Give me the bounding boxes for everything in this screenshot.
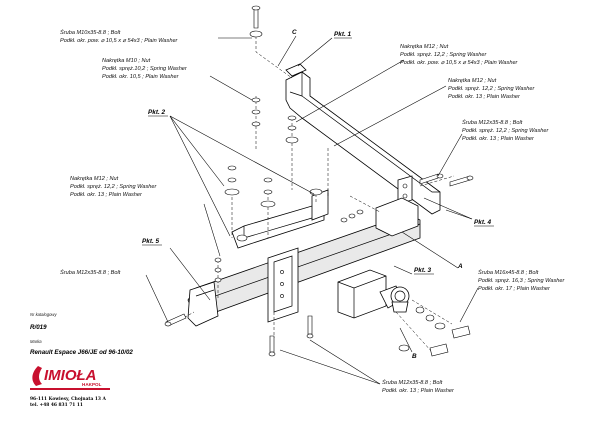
callout-line: Podkł. spręż. 12,2 ; Spring Washer xyxy=(462,128,549,134)
callout-bolt-m12-left: Śruba M12x35-8.8 ; Bolt xyxy=(60,269,121,276)
callout-line: Śruba M12x35-8.8 ; Bolt xyxy=(382,379,443,386)
company-address: 96-111 Kowiesy, Chojnata 13 A xyxy=(30,397,106,402)
main-cross-beam xyxy=(187,197,421,327)
callout-bolt-m10-top: Śruba M10x35-8.8 ; Bolt Podkł. okr. pow.… xyxy=(60,29,179,44)
callout-nut-m12-top: Nakrętka M12 ; Nut Podkł. spręż. 12,2 ; … xyxy=(400,44,519,66)
callout-line: Podkł. okr. 17 ; Plain Washer xyxy=(478,286,551,292)
company-logo: IMIOŁA HAKPOL xyxy=(30,366,110,390)
point-label-2: Pkt. 2 xyxy=(148,109,165,116)
catalog-number: R/019 xyxy=(30,324,47,331)
hardware xyxy=(164,5,474,357)
callout-nut-m12-right: Nakrętka M12 ; Nut Podkł. spręż. 12,2 ; … xyxy=(448,78,535,100)
callout-line: Podkł. okr. 13 ; Plain Washer xyxy=(382,388,455,394)
callout-line: Podkł. okr. 13 ; Plain Washer xyxy=(70,192,143,198)
callout-line: Podkł. okr. 13 ; Plain Washer xyxy=(448,94,521,100)
callout-bolt-m16: Śruba M16x45-8.8 ; Bolt Podkł. spręż. 16… xyxy=(478,269,565,292)
company-phone: tel. +48 46 831 71 11 xyxy=(30,403,83,408)
callout-line: Śruba M10x35-8.8 ; Bolt xyxy=(60,29,121,36)
callout-line: Nakrętka M12 ; Nut xyxy=(70,176,119,182)
letter-c: C xyxy=(292,29,297,36)
info-block: Nr katalogowy R/019 Marka Renault Espace… xyxy=(30,312,133,408)
letter-b: B xyxy=(412,353,417,360)
logo-subtext: HAKPOL xyxy=(82,382,102,387)
callout-line: Podkł. spręż. 16,3 ; Spring Washer xyxy=(478,278,565,284)
callout-line: Śruba M12x35-8.8 ; Bolt xyxy=(462,119,523,126)
callout-line: Podkł. spręż. 12,2 ; Spring Washer xyxy=(400,52,487,58)
callout-line: Śruba M12x35-8.8 ; Bolt xyxy=(60,269,121,276)
callout-line: Podkł. okr. pow. ⌀ 10,5 x ⌀ 54x3 ; Plain… xyxy=(400,60,519,66)
callout-bolt-m12-bottom: Śruba M12x35-8.8 ; Bolt Podkł. okr. 13 ;… xyxy=(382,379,455,394)
make-label: Marka xyxy=(30,339,42,344)
callout-line: Podkł. okr. pow. ⌀ 10,5 x ⌀ 54x3 ; Plain… xyxy=(60,38,179,44)
catalog-label: Nr katalogowy xyxy=(30,312,57,317)
right-side-bracket xyxy=(285,63,441,215)
point-label-5: Pkt. 5 xyxy=(142,238,159,245)
tow-ball-mount xyxy=(337,269,410,319)
point-label-1: Pkt. 1 xyxy=(334,31,351,38)
callout-line: Nakrętka M10 ; Nut xyxy=(102,58,151,64)
callout-nut-m12-left: Nakrętka M12 ; Nut Podkł. spręż. 12,2 ; … xyxy=(70,176,157,198)
vehicle-model: Renault Espace J66/JE od 96-10/02 xyxy=(30,349,133,356)
point-label-3: Pkt. 3 xyxy=(414,267,431,274)
logo-text: IMIOŁA xyxy=(44,367,97,384)
letter-a: A xyxy=(457,263,463,270)
callout-line: Nakrętka M12 ; Nut xyxy=(448,78,497,84)
callout-nut-m10: Nakrętka M10 ; Nut Podkł. spręż.10,2 ; S… xyxy=(102,58,188,80)
callout-line: Śruba M16x45-8.8 ; Bolt xyxy=(478,269,539,276)
callout-bolt-m12-right: Śruba M12x35-8.8 ; Bolt Podkł. spręż. 12… xyxy=(462,119,549,142)
callout-line: Podkł. spręż. 12,2 ; Spring Washer xyxy=(448,86,535,92)
left-side-bracket xyxy=(231,189,329,249)
drawing xyxy=(145,5,479,385)
leader-lines xyxy=(145,35,479,385)
callout-line: Podkł. okr. 10,5 ; Plain Washer xyxy=(102,74,180,80)
callout-line: Nakrętka M12 ; Nut xyxy=(400,44,449,50)
point-label-4: Pkt. 4 xyxy=(474,219,491,226)
callout-line: Podkł. spręż.10,2 ; Spring Washer xyxy=(102,66,188,72)
callout-line: Podkł. spręż. 12,2 ; Spring Washer xyxy=(70,184,157,190)
callout-line: Podkł. okr. 13 ; Plain Washer xyxy=(462,136,535,142)
center-drop-plate xyxy=(267,247,299,323)
